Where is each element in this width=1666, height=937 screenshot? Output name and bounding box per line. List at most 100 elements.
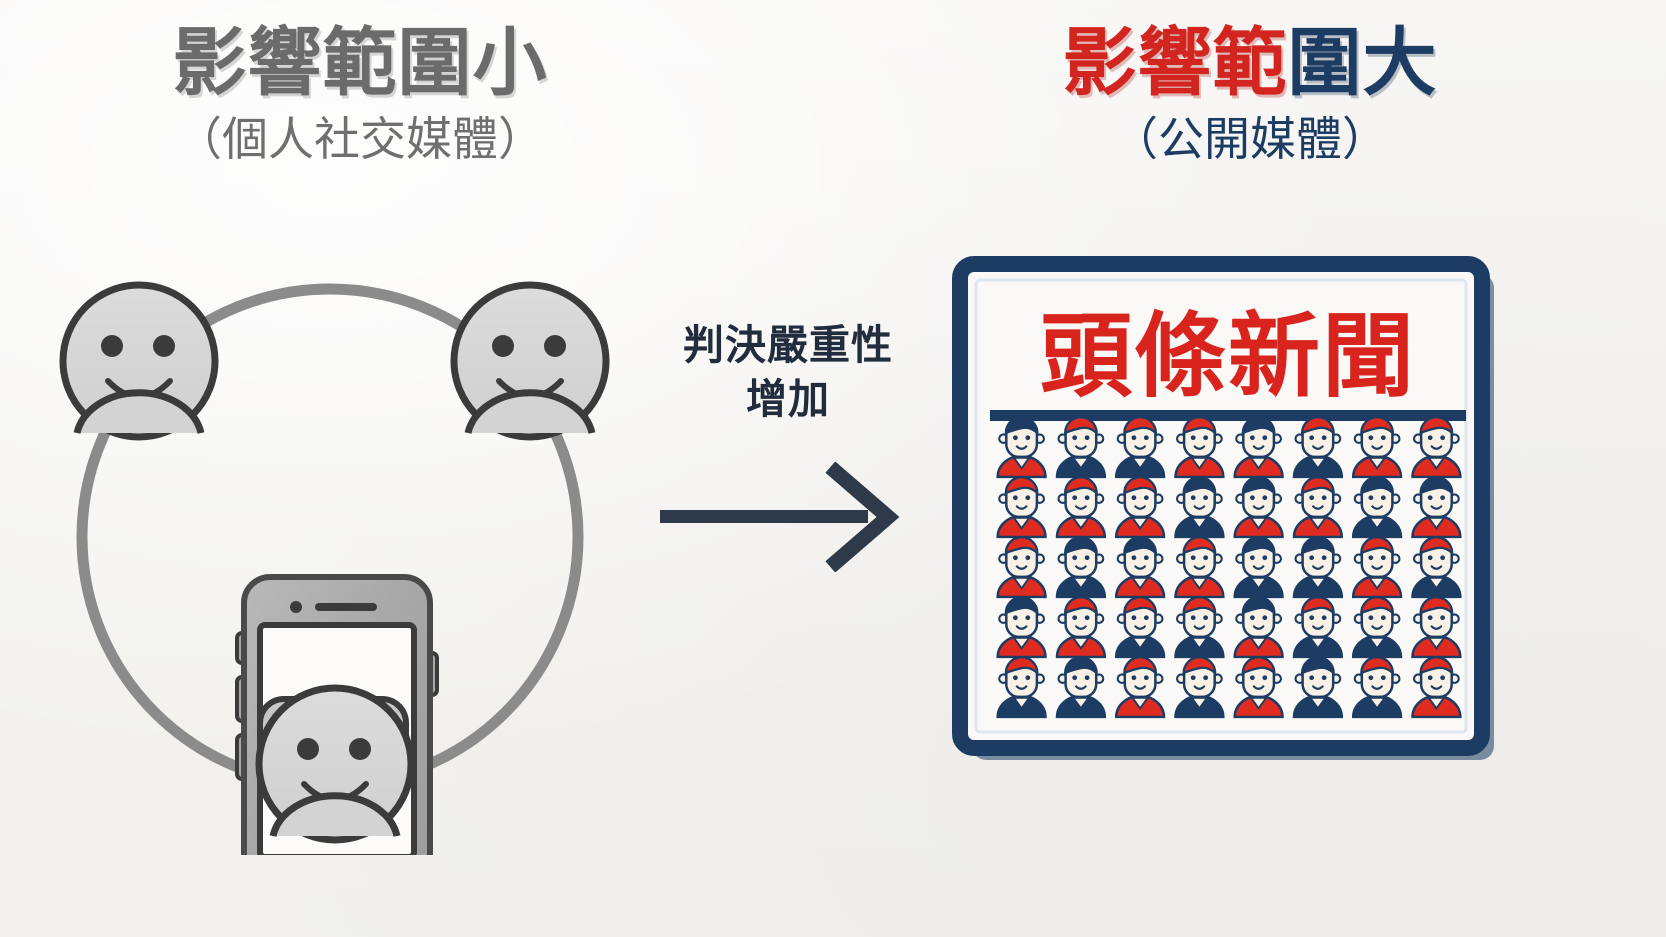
person-eye-right	[1380, 435, 1386, 441]
person-icon-top-right	[450, 281, 610, 441]
right-title-block: 影響範圍大 （公開媒體）	[990, 26, 1510, 165]
person-hair	[1241, 596, 1276, 615]
arrow-head-icon	[825, 461, 900, 573]
person-smile	[1015, 625, 1028, 630]
person-hair	[1123, 656, 1158, 675]
person-icon	[1292, 536, 1344, 599]
person-eye-left	[1368, 675, 1374, 681]
person-eye-left	[1427, 495, 1433, 501]
right-subtitle: （公開媒體）	[1112, 113, 1388, 165]
person-eye-right	[1143, 495, 1149, 501]
person-eye-right	[1321, 615, 1327, 621]
person-icon	[1351, 536, 1403, 599]
person-icon	[1411, 596, 1462, 659]
person-icon	[996, 536, 1047, 599]
person-hair	[1123, 416, 1158, 435]
person-icon	[996, 416, 1047, 479]
newspaper-masthead: 頭條新聞	[1040, 306, 1416, 408]
center-label-line-1: 判決嚴重性	[683, 322, 893, 368]
person-eye-left	[1131, 435, 1137, 441]
person-eye-right	[1203, 615, 1209, 621]
person-eye-right	[1084, 435, 1090, 441]
person-hair	[1419, 536, 1454, 555]
person-eye-right	[1203, 435, 1209, 441]
person-eye-left	[1012, 435, 1018, 441]
person-eye-right	[1440, 495, 1446, 501]
person-eye-right	[1440, 615, 1446, 621]
person-smile	[1075, 685, 1087, 690]
person-hair	[1063, 476, 1098, 495]
person-eye-left	[1012, 555, 1018, 561]
person-eye-right	[1262, 435, 1268, 441]
newspaper-inner-rule	[974, 278, 1468, 734]
person-icon	[1114, 596, 1166, 659]
person-icon	[1114, 416, 1166, 479]
person-smile	[1430, 505, 1443, 510]
person-eye-right	[1321, 435, 1327, 441]
person-eye-left	[1072, 555, 1078, 561]
person-icon	[1114, 656, 1166, 719]
person-smile	[1430, 685, 1443, 690]
person-hair	[1419, 476, 1454, 495]
person-smile	[1075, 565, 1087, 570]
person-eye-left	[1249, 495, 1255, 501]
person-eye-right	[1203, 555, 1209, 561]
person-icon	[996, 656, 1047, 719]
person-smile	[1312, 685, 1324, 690]
person-icon	[1114, 536, 1166, 599]
person-smile	[1015, 685, 1028, 690]
person-eye-right	[1143, 555, 1149, 561]
person-eye-left	[1427, 435, 1433, 441]
person-icon	[1055, 416, 1107, 479]
center-label-line-2: 增加	[746, 376, 830, 423]
person-smile	[1252, 685, 1265, 690]
person-icon	[1351, 416, 1403, 479]
person-eye-right	[1084, 615, 1090, 621]
person-eye-right	[1025, 615, 1031, 621]
arrow-shaft	[660, 510, 868, 523]
person-icon	[1292, 656, 1344, 719]
person-eye-left	[1368, 435, 1374, 441]
person-smile	[1015, 565, 1028, 570]
person-eye-left	[1249, 555, 1255, 561]
person-smile	[1193, 445, 1206, 450]
person-hair	[1182, 476, 1217, 495]
person-eye-left	[1131, 675, 1137, 681]
person-eye-right	[1262, 555, 1268, 561]
right-headline: 影響範圍大	[990, 26, 1510, 100]
person-smile	[1312, 445, 1324, 450]
person-eye-right	[1262, 615, 1268, 621]
person-smile	[1371, 505, 1383, 510]
person-hair	[1300, 536, 1335, 555]
left-headline: 影響範圍小	[172, 21, 548, 104]
person-hair	[1004, 476, 1039, 495]
person-eye-left	[1309, 675, 1315, 681]
person-eye-right	[1143, 675, 1149, 681]
person-smile	[1252, 445, 1265, 450]
person-icon	[996, 596, 1047, 659]
person-smile	[1430, 445, 1443, 450]
person-hair	[1419, 416, 1454, 435]
newspaper-illustration: 頭條新聞	[946, 252, 1510, 770]
person-eye-right	[1203, 675, 1209, 681]
person-smile	[1252, 625, 1265, 630]
transition-arrow	[648, 461, 908, 573]
person-hair	[1182, 656, 1217, 675]
person-hair	[1360, 596, 1395, 615]
person-hair	[1182, 416, 1217, 435]
person-eye-right	[1084, 495, 1090, 501]
person-eye-right	[1025, 495, 1031, 501]
person-icon	[1233, 476, 1284, 539]
person-eye-right	[1025, 435, 1031, 441]
person-icon	[1055, 656, 1107, 719]
person-eye-right	[1262, 495, 1268, 501]
person-eye-right	[1084, 675, 1090, 681]
person-icon	[1233, 596, 1284, 659]
person-smile	[1371, 685, 1383, 690]
person-icon	[1055, 596, 1107, 659]
person-eye-left	[1309, 435, 1315, 441]
person-smile	[1371, 565, 1383, 570]
person-smile	[1134, 685, 1146, 690]
left-subtitle: （個人社交媒體）	[176, 113, 544, 165]
person-smile	[1430, 565, 1443, 570]
